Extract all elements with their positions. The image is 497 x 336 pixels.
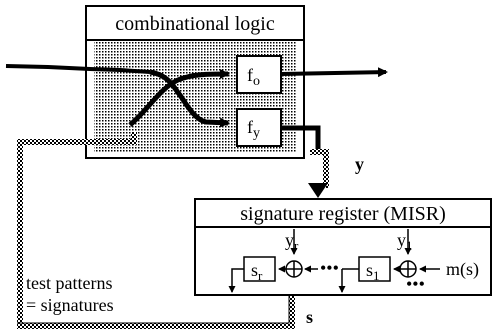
s-1-label: s1 bbox=[366, 260, 380, 283]
f-o-output-arrow bbox=[280, 67, 388, 78]
xor-gate-r bbox=[285, 260, 303, 278]
test-patterns-line1: test patterns bbox=[26, 273, 112, 293]
f-o-box: fo bbox=[236, 55, 282, 94]
s-feedback-bus bbox=[17, 132, 295, 329]
misr-title: signature register (MISR) bbox=[240, 203, 446, 225]
f-y-label: fy bbox=[247, 117, 260, 141]
f-o-label: fo bbox=[247, 65, 260, 89]
cross-path-lower bbox=[128, 69, 230, 127]
misr-block: signature register (MISR) bbox=[194, 198, 492, 296]
ellipsis-low: ••• bbox=[406, 274, 425, 294]
register-cell-s-1: s1 bbox=[358, 256, 391, 283]
xor-gate-1 bbox=[399, 260, 417, 278]
f-y-box: fy bbox=[236, 108, 282, 147]
test-patterns-line2: = signatures bbox=[26, 295, 114, 315]
combinational-logic-title: combinational logic bbox=[115, 13, 275, 35]
y-1-label: y1 bbox=[397, 230, 413, 253]
input-arrow bbox=[5, 64, 151, 74]
s-r-output-wire bbox=[228, 268, 244, 293]
s-signal-label: s bbox=[306, 307, 313, 327]
ellipsis-mid: ••• bbox=[320, 258, 339, 278]
y-bus-head bbox=[308, 183, 328, 198]
y-signal-label: y bbox=[355, 154, 364, 174]
y-bus-arrow bbox=[310, 149, 329, 188]
y-r-label: yr bbox=[285, 230, 299, 253]
s-r-label: sr bbox=[251, 260, 263, 283]
m-s-label: m(s) bbox=[446, 259, 479, 280]
cross-path-upper bbox=[149, 69, 230, 128]
register-cell-s-r: sr bbox=[243, 256, 276, 283]
s-feedback-border bbox=[17, 296, 290, 324]
